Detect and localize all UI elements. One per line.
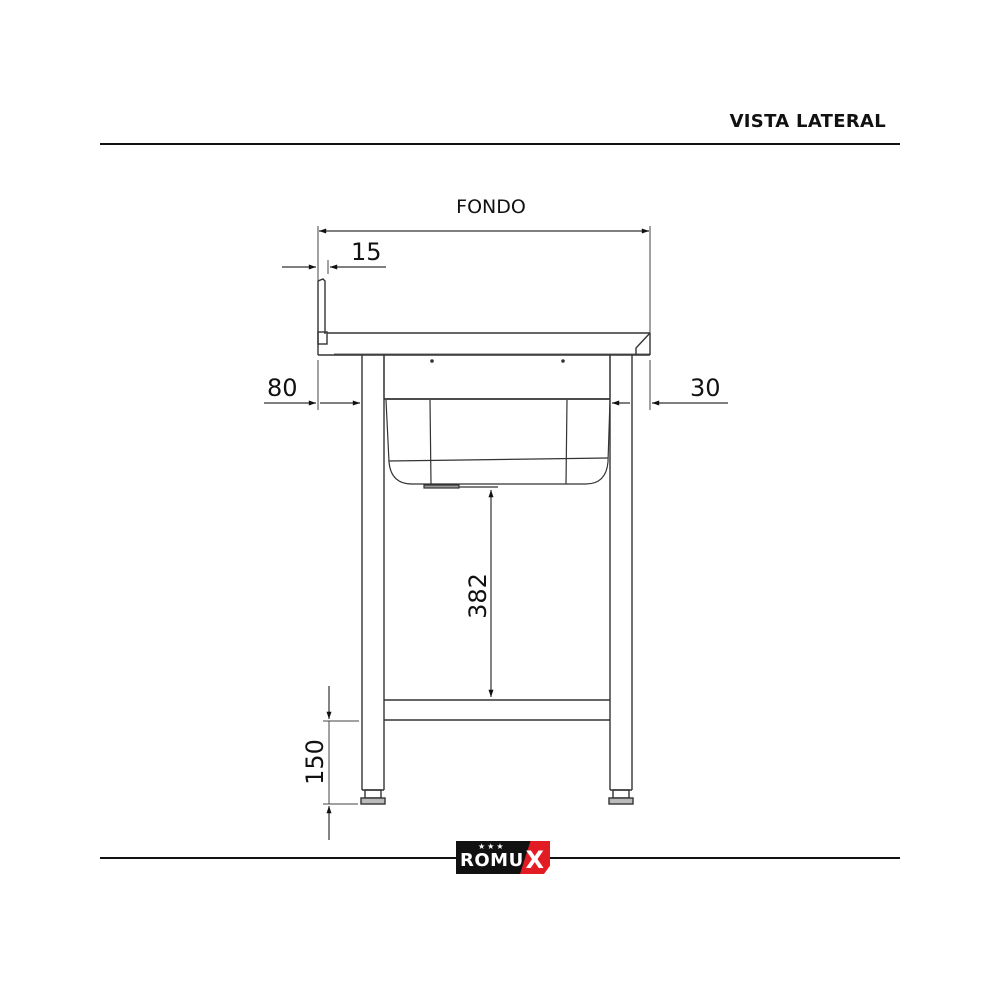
shelf-height-value: 150 bbox=[301, 739, 329, 785]
apron-frame bbox=[383, 355, 611, 400]
fondo-dimension: FONDO bbox=[317, 196, 651, 345]
backsplash-dimension: 15 bbox=[282, 238, 386, 274]
view-title: VISTA LATERAL bbox=[729, 111, 886, 132]
front-leg bbox=[608, 355, 634, 805]
undershelf bbox=[384, 699, 610, 721]
sink-bowl bbox=[385, 399, 611, 489]
rear-offset-dimension: 80 bbox=[264, 360, 360, 410]
fondo-label: FONDO bbox=[456, 196, 526, 218]
rear-leg bbox=[360, 355, 386, 805]
romux-logo: ★★★ ROMU X bbox=[456, 841, 550, 874]
logo-stars-icon: ★★★ bbox=[478, 842, 506, 851]
rear-offset-value: 80 bbox=[267, 374, 298, 402]
backsplash-value: 15 bbox=[351, 238, 382, 266]
front-offset-value: 30 bbox=[690, 374, 721, 402]
table-top bbox=[317, 278, 651, 356]
top-divider bbox=[100, 143, 900, 145]
shelf-height-dimension: 150 bbox=[301, 686, 359, 840]
bowl-to-shelf-value: 382 bbox=[464, 573, 492, 619]
fixing-point bbox=[430, 359, 434, 363]
bowl-to-shelf-dimension: 382 bbox=[464, 490, 494, 697]
logo-x-mark: X bbox=[525, 846, 544, 874]
fixing-point bbox=[561, 359, 565, 363]
front-offset-dimension: 30 bbox=[612, 360, 728, 410]
logo-wordmark: ROMU bbox=[460, 850, 524, 871]
